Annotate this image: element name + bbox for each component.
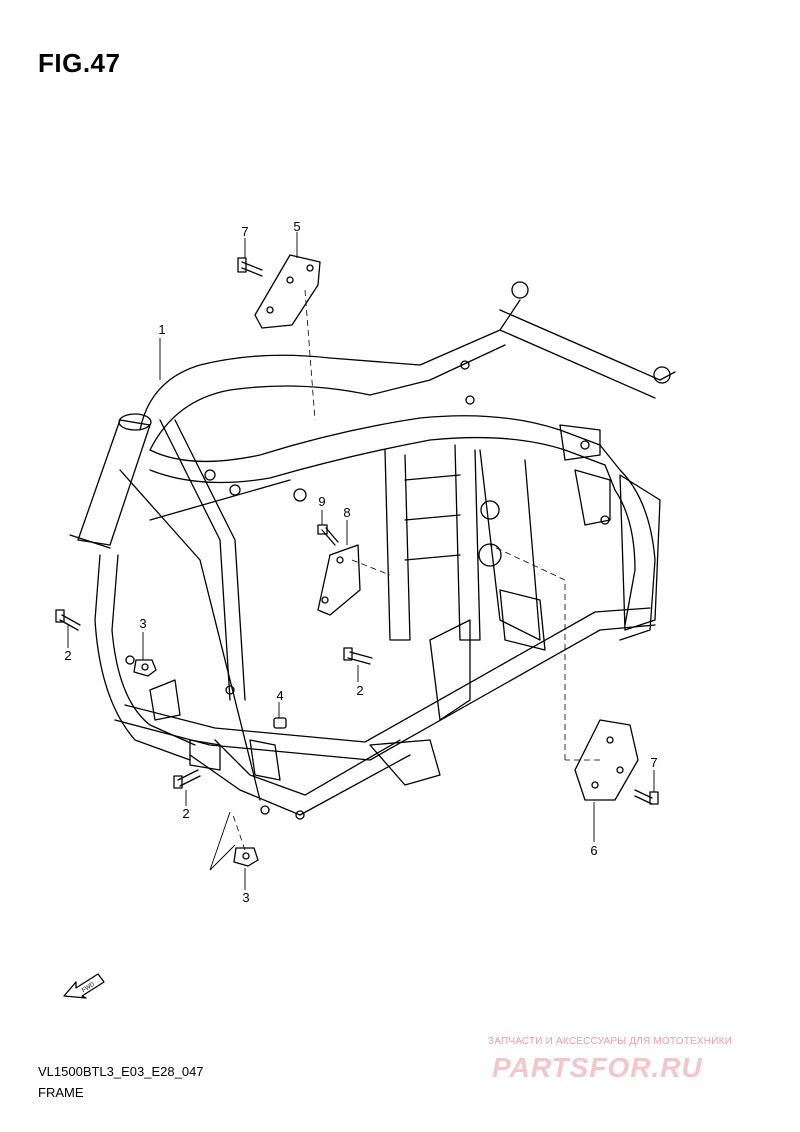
main-frame — [69, 281, 676, 820]
callout-8: 8 — [343, 505, 350, 520]
bolt-9 — [317, 524, 339, 546]
bracket-5 — [254, 254, 321, 329]
figure-title: FIG.47 — [38, 48, 121, 78]
fwd-arrow-icon: FWD — [63, 973, 105, 999]
callout-3-upper: 3 — [139, 616, 146, 631]
callout-9: 9 — [318, 494, 325, 509]
diagram-code: VL1500BTL3_E03_E28_047 — [38, 1064, 204, 1079]
nut-3-upper — [133, 659, 157, 677]
watermark-logo: PARTSFOR.RU — [492, 1052, 703, 1083]
watermark-tagline: ЗАПЧАСТИ И АКСЕССУАРЫ ДЛЯ МОТОТЕХНИКИ — [488, 1036, 733, 1047]
callout-2-lower: 2 — [182, 806, 189, 821]
bracket-8 — [317, 544, 361, 616]
callout-6: 6 — [590, 843, 597, 858]
callout-7-top: 7 — [241, 224, 248, 239]
plug-4 — [273, 717, 287, 729]
bolt-2-lower — [173, 769, 201, 789]
callout-4: 4 — [276, 688, 283, 703]
bolt-2-center — [343, 647, 373, 665]
callout-5: 5 — [293, 219, 300, 234]
bolt-7-top — [237, 257, 263, 277]
bracket-6 — [574, 719, 639, 801]
nut-leader — [209, 811, 236, 871]
callout-1: 1 — [158, 322, 165, 337]
leader-lines — [67, 232, 655, 890]
callout-2-center: 2 — [356, 683, 363, 698]
bolt-2-left — [55, 609, 81, 631]
nut-3-lower — [233, 847, 259, 867]
callout-3-lower: 3 — [242, 890, 249, 905]
callout-2-left: 2 — [64, 648, 71, 663]
callout-7-right: 7 — [650, 755, 657, 770]
diagram-caption: FRAME — [38, 1085, 84, 1100]
assembly-lines — [231, 289, 600, 851]
bolt-7-right — [634, 789, 659, 805]
